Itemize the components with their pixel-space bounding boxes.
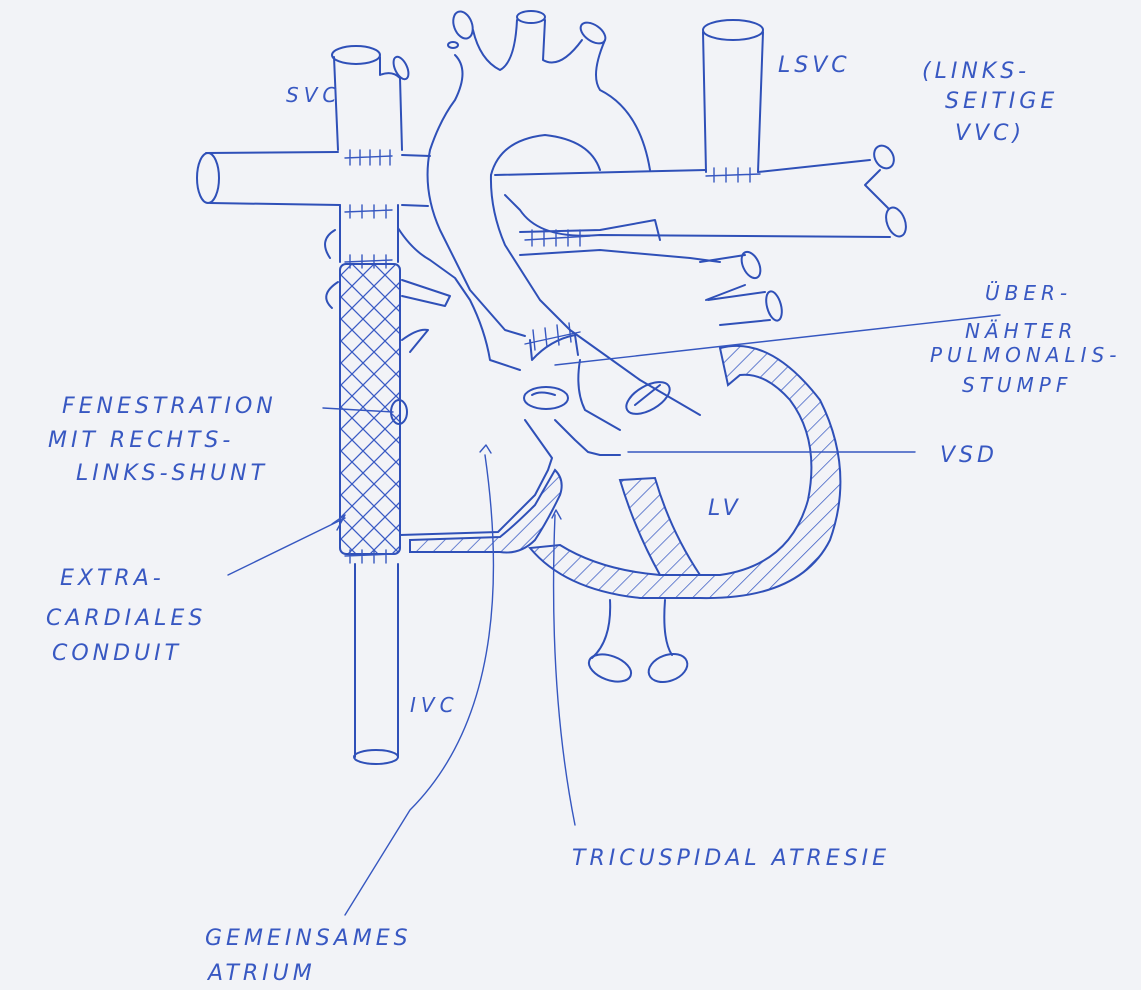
ivc-vessel xyxy=(354,564,398,764)
left-pulmonary-artery xyxy=(495,142,910,262)
label-lsvc: LSVC xyxy=(778,53,851,78)
label-atrium-2: ATRIUM xyxy=(206,961,316,986)
label-vsd: VSD xyxy=(940,443,998,468)
aortic-valve xyxy=(524,387,568,409)
label-conduit-1: EXTRA- xyxy=(60,566,165,591)
label-atrium-1: GEMEINSAMES xyxy=(205,926,412,951)
label-pulm-1: ÜBER- xyxy=(985,281,1072,305)
ventricle-wall xyxy=(410,346,840,598)
label-fenestration-3: LINKS-SHUNT xyxy=(76,461,268,486)
label-fenestration-2: MIT RECHTS- xyxy=(48,428,234,453)
lsvc-vessel xyxy=(703,20,763,182)
label-lsvc-note-3: VVC) xyxy=(955,121,1025,146)
label-pulm-2: NÄHTER xyxy=(965,319,1077,343)
extracardiac-conduit xyxy=(325,205,450,563)
label-lsvc-note-2: SEITIGE xyxy=(945,89,1058,114)
inferior-branches xyxy=(585,600,691,687)
label-fenestration-1: FENESTRATION xyxy=(62,394,277,419)
label-lv: LV xyxy=(708,496,742,521)
pulmonary-veins xyxy=(700,249,785,325)
aorta xyxy=(428,9,700,430)
right-pulmonary-artery xyxy=(197,150,430,206)
label-pulm-4: STUMPF xyxy=(962,373,1072,397)
label-ivc: IVC xyxy=(410,693,459,717)
pulmonary-stump xyxy=(621,376,675,421)
label-svc: SVC xyxy=(286,83,341,107)
label-lsvc-note-1: (LINKS- xyxy=(922,59,1030,84)
label-conduit-3: CONDUIT xyxy=(52,641,182,666)
label-pulm-3: PULMONALIS- xyxy=(930,343,1121,367)
label-conduit-2: CARDIALES xyxy=(46,606,206,631)
annotations: SVC LSVC (LINKS- SEITIGE VVC) ÜBER- NÄHT… xyxy=(46,53,1121,986)
label-tricuspid: TRICUSPIDAL ATRESIE xyxy=(572,846,890,871)
svc-vessel xyxy=(332,46,412,150)
